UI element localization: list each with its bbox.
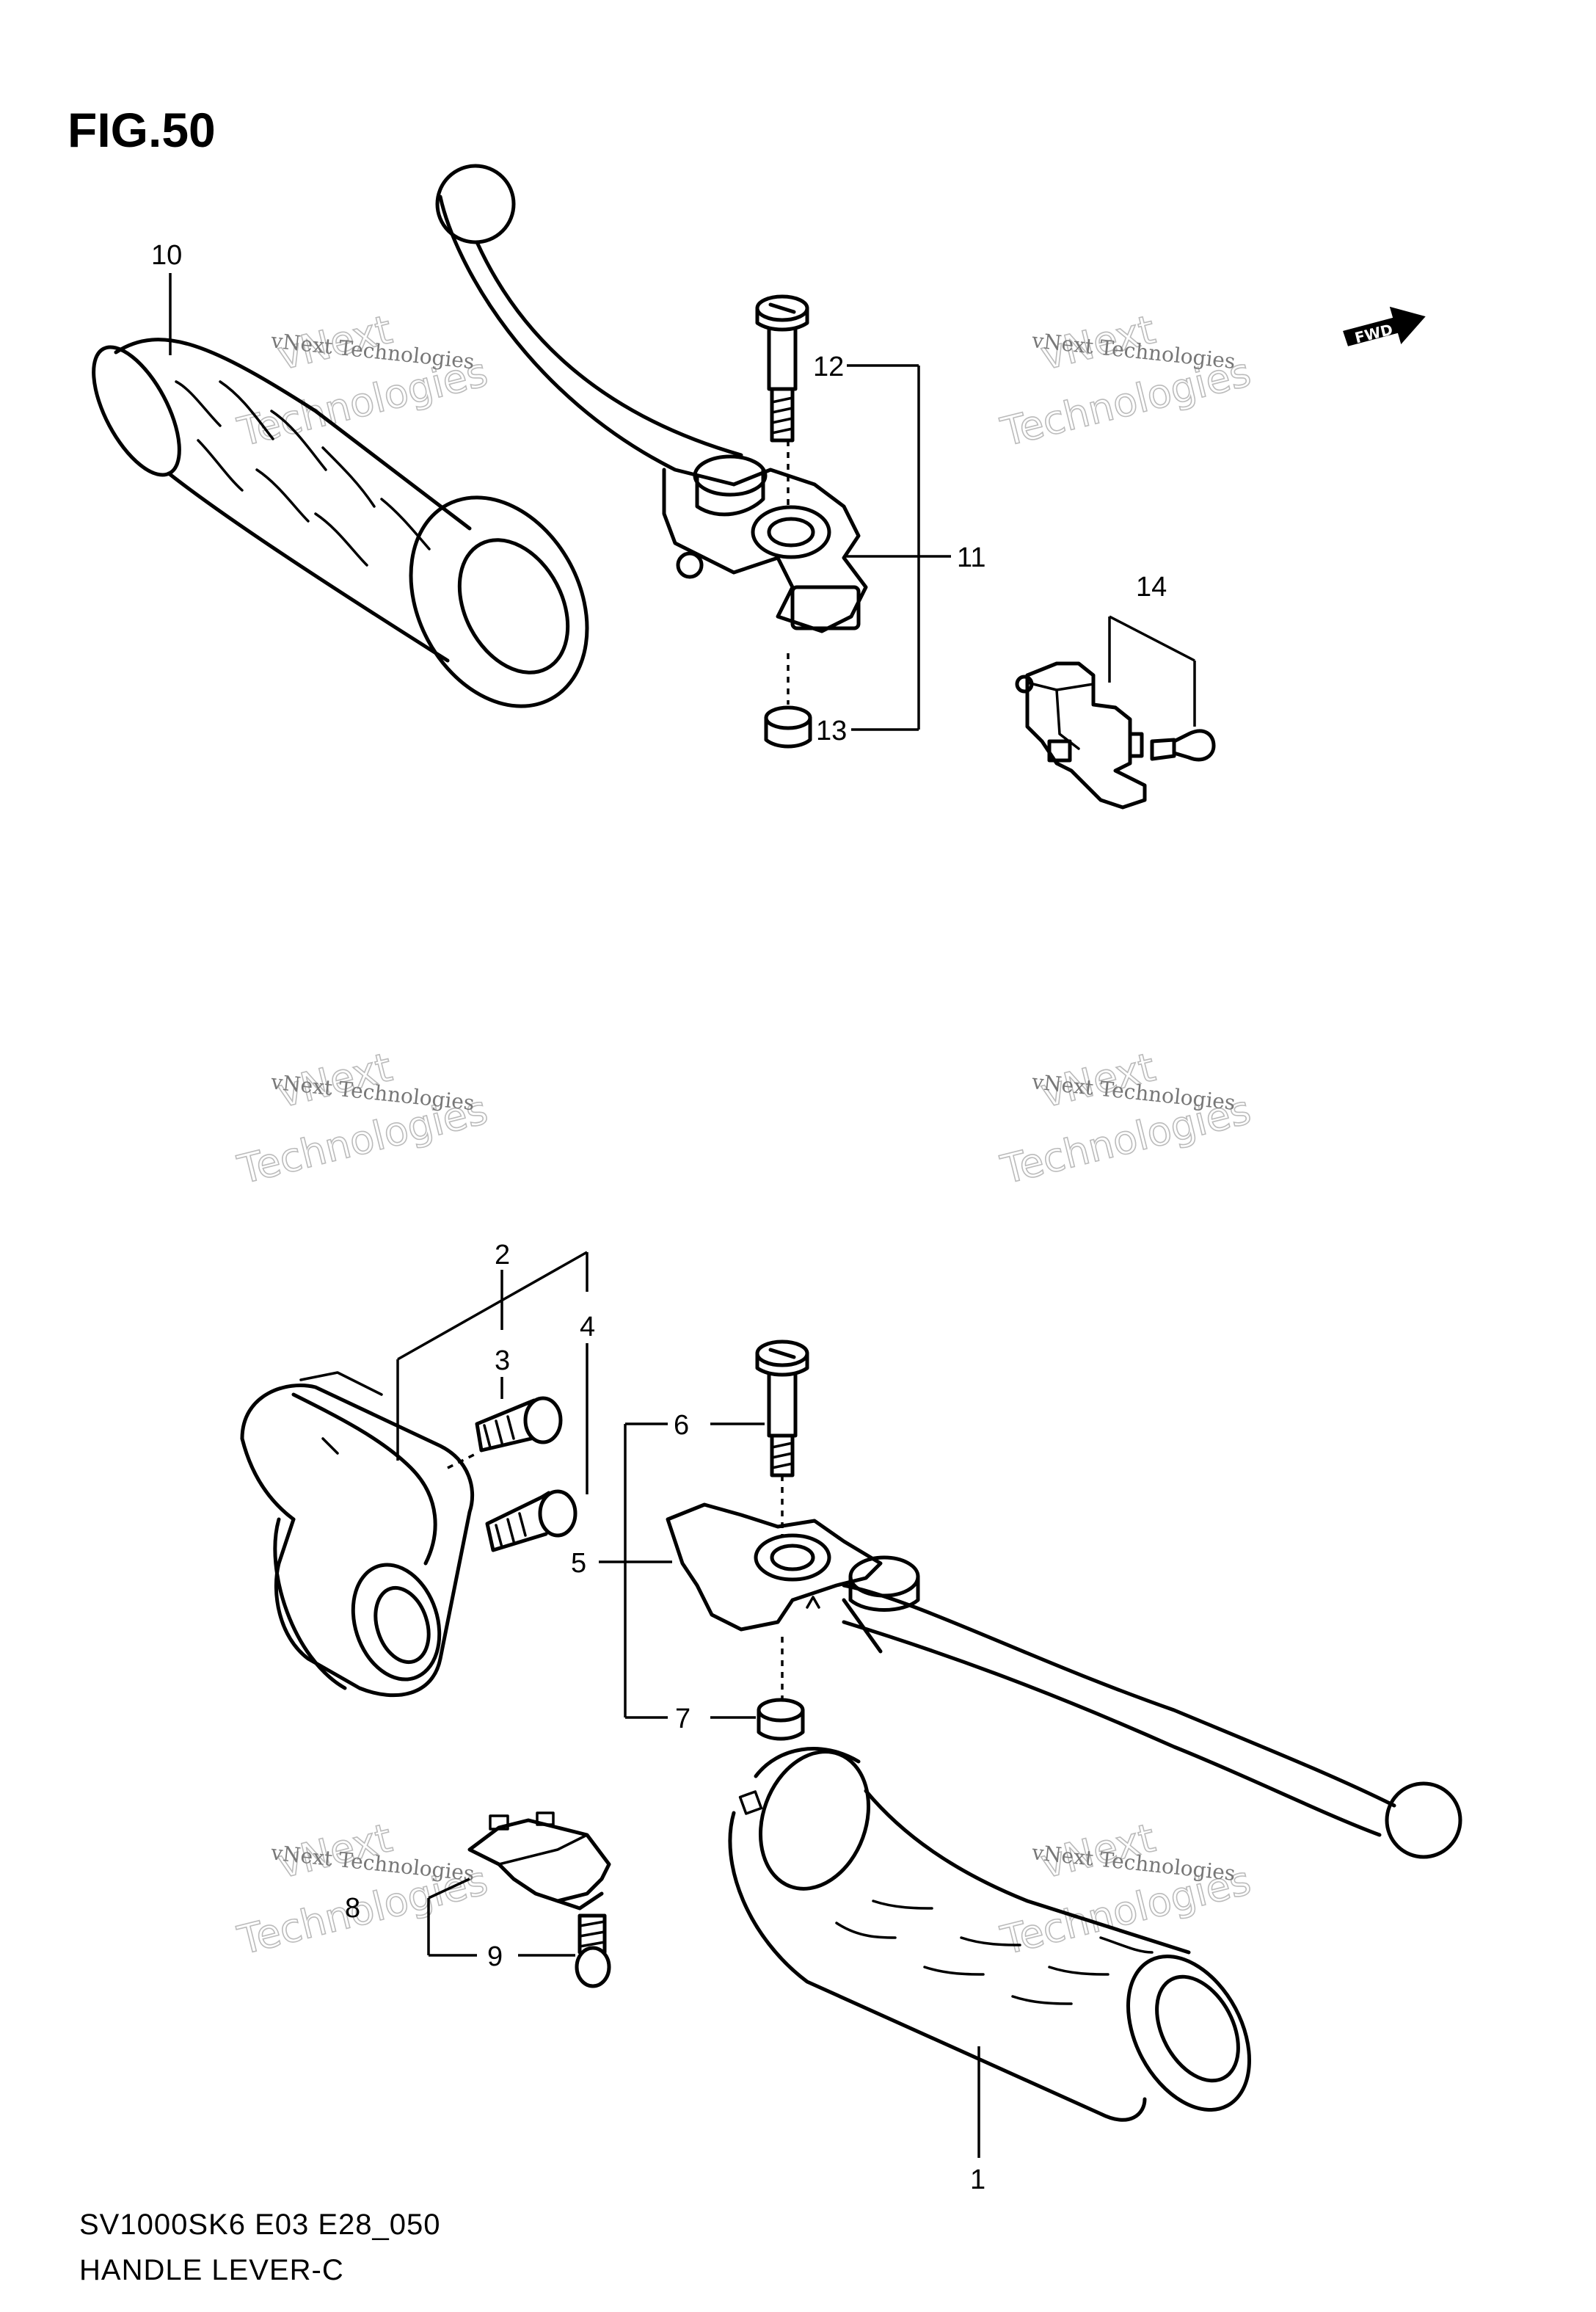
part-12-lever-bolt [755,294,809,443]
fwd-label: FWD [1353,321,1395,347]
callout-6: 6 [674,1410,689,1441]
forward-arrow-icon: FWD [1343,306,1426,347]
part-9-switch-screw [575,1913,611,1988]
part-11-clutch-lever [435,164,868,633]
model-code: SV1000SK6 E03 E28_050 [79,2209,441,2241]
part-1-throttle-grip [728,1747,1251,2122]
leader-3-axis [447,1452,478,1469]
leader-8 [428,1877,470,1900]
callout-10: 10 [151,240,182,271]
watermark-bottom-left: vNext Technologies vNext Technologies [233,1814,492,1964]
part-7-lever-nut [757,1698,805,1741]
part-5-brake-lever [666,1502,1462,1859]
part-3-screw [475,1396,563,1453]
callout-4: 4 [580,1312,595,1342]
part-6-lever-bolt [755,1339,809,1477]
callout-11: 11 [957,542,985,573]
part-4-screw [485,1489,577,1552]
watermark-middle-left: vNext Technologies vNext Technologies [233,1043,492,1193]
callout-labels: 10 12 11 13 14 2 3 4 6 5 7 8 9 1 [151,240,1167,2195]
watermark-top-left: vNext Technologies vNext Technologies [233,305,492,456]
section-name: HANDLE LEVER-C [79,2254,344,2286]
callout-8: 8 [345,1893,360,1924]
callout-1: 1 [970,2164,985,2195]
part-13-lever-nut [764,705,812,749]
watermark-middle-right: vNext Technologies vNext Technologies [996,1043,1256,1193]
watermark-bottom-right: vNext Technologies vNext Technologies [996,1814,1256,1964]
part-10-left-grip [92,338,589,708]
callout-7: 7 [675,1704,690,1734]
part-8-brake-switch [467,1811,611,1911]
watermark-top-right: vNext Technologies vNext Technologies [996,305,1256,456]
callout-14: 14 [1136,572,1167,603]
callout-5: 5 [571,1548,586,1579]
callout-12: 12 [813,352,844,382]
part-2-throttle-housing [240,1371,475,1698]
leader-14 [1109,615,1195,662]
callout-2: 2 [495,1240,510,1270]
part-14-clutch-switch [1015,661,1216,810]
callout-13: 13 [816,716,847,746]
figure-title: FIG.50 [68,103,216,157]
leader-2-bracket [397,1251,588,1361]
callout-9: 9 [487,1941,503,1972]
leader-lines [169,273,1196,2158]
callout-3: 3 [495,1345,510,1376]
